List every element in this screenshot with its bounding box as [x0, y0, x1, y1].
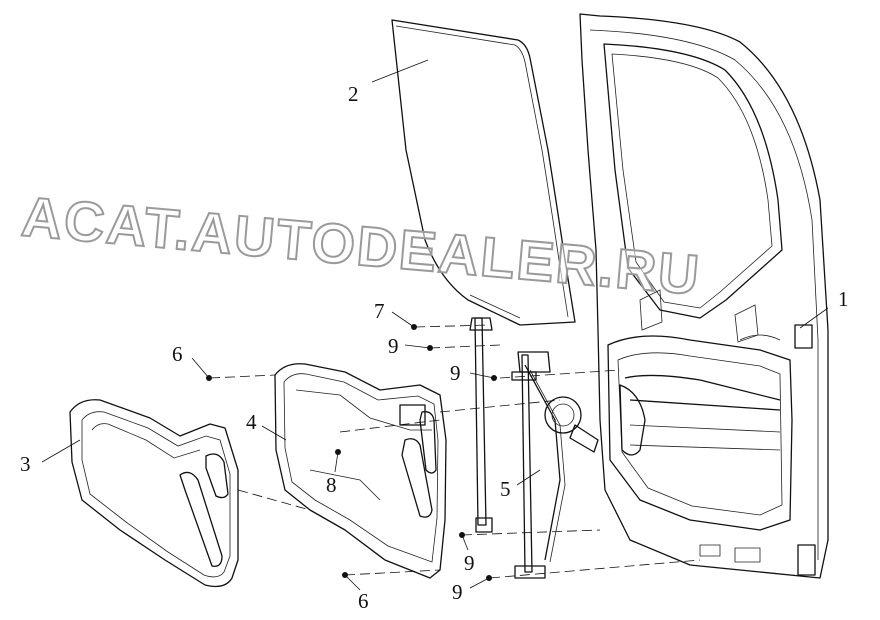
- door-frame: [579, 13, 829, 579]
- callout-7: 7: [374, 299, 385, 323]
- watermark-text: ACAT.AUTODEALER.RU: [19, 184, 703, 306]
- callout-9-c: 9: [464, 551, 475, 575]
- leader-lines: [41, 59, 829, 591]
- callout-6-top: 6: [172, 342, 183, 366]
- callout-4: 4: [246, 410, 257, 434]
- callout-3: 3: [20, 452, 31, 476]
- callout-1: 1: [838, 287, 849, 311]
- callout-5: 5: [500, 477, 511, 501]
- callout-9-b: 9: [450, 361, 461, 385]
- fasteners: [206, 324, 497, 581]
- door-glass: [391, 19, 576, 326]
- callout-9-a: 9: [388, 334, 399, 358]
- callout-9-d: 9: [452, 580, 463, 604]
- callout-2: 2: [348, 82, 359, 106]
- inner-door-panel: [274, 363, 447, 579]
- assembly-lines: [209, 324, 701, 579]
- door-trim-panel: [69, 399, 239, 588]
- callout-labels: 1 2 3 4 5 6 6 7 8 9 9 9 9: [20, 82, 849, 613]
- callout-8: 8: [326, 473, 337, 497]
- window-regulator: [469, 317, 599, 579]
- callout-6-bottom: 6: [358, 589, 369, 613]
